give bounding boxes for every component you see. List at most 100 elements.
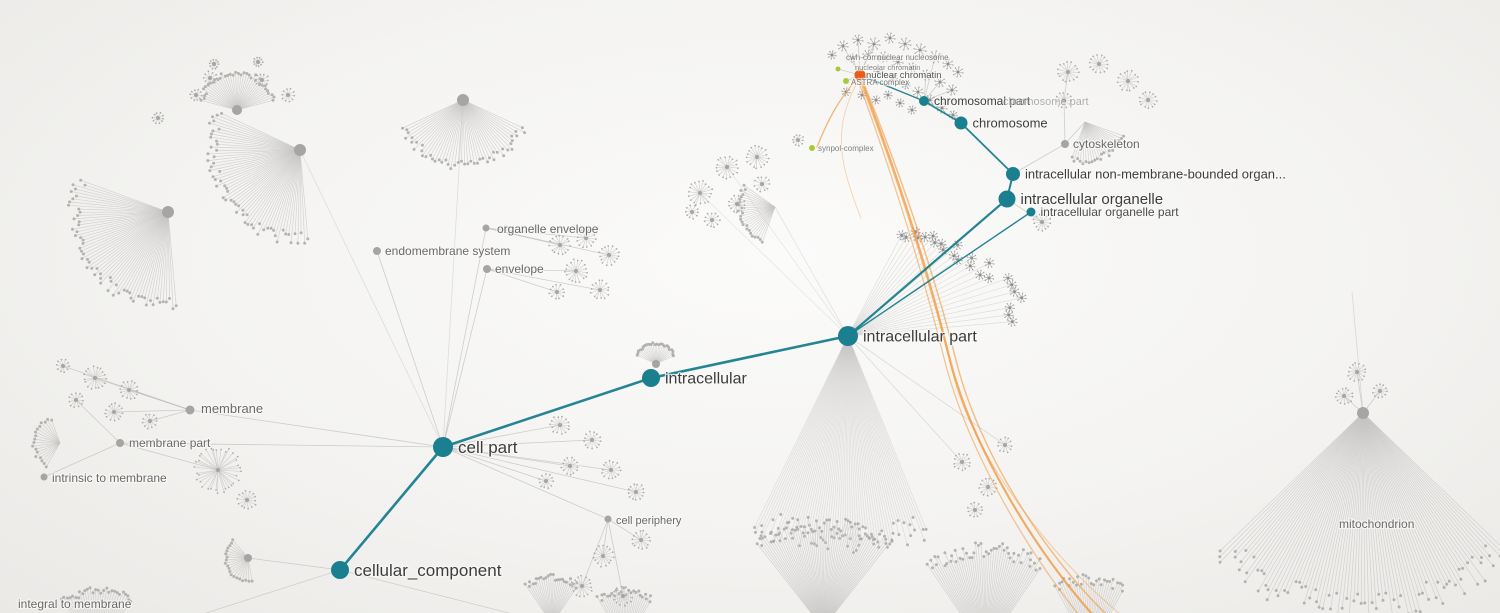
gray-edge bbox=[602, 518, 609, 557]
gray-edge bbox=[75, 399, 121, 444]
term-label-7[interactable]: mitochondrion bbox=[1338, 516, 1416, 533]
asterisk-node bbox=[878, 51, 890, 63]
asterisk-node bbox=[867, 37, 881, 51]
term-dot[interactable] bbox=[604, 515, 612, 523]
node-nuclear_chromatin[interactable] bbox=[854, 69, 866, 81]
term-dot[interactable] bbox=[1061, 140, 1069, 148]
burst-cluster bbox=[1347, 362, 1367, 382]
gray-edge bbox=[204, 569, 341, 613]
term-label-6[interactable]: cell periphery bbox=[615, 514, 683, 529]
asterisk-node bbox=[827, 50, 837, 60]
term-dot[interactable] bbox=[373, 247, 381, 255]
burst-cluster bbox=[564, 258, 588, 283]
gray-edge bbox=[699, 192, 849, 337]
burst-cluster bbox=[966, 501, 983, 518]
gray-edge bbox=[847, 335, 963, 463]
term-label-5[interactable]: intrinsic to membrane bbox=[51, 470, 169, 487]
term-dot[interactable] bbox=[457, 94, 469, 106]
term-label-15[interactable]: ASTRA complex bbox=[850, 77, 911, 89]
node-label-intracellular_organelle_part[interactable]: intracellular organelle part bbox=[1039, 204, 1180, 221]
term-label-0[interactable]: organelle envelope bbox=[496, 221, 600, 238]
fan-cluster bbox=[847, 226, 1027, 337]
node-intracellular[interactable] bbox=[642, 369, 660, 387]
term-dot[interactable] bbox=[40, 473, 48, 481]
term-label-14[interactable]: nuclear chromatin bbox=[865, 69, 943, 83]
fan-cluster bbox=[206, 111, 310, 245]
asterisk-node bbox=[873, 67, 883, 77]
gray-edge bbox=[1012, 143, 1066, 175]
burst-cluster bbox=[104, 402, 124, 422]
burst-cluster bbox=[202, 70, 218, 85]
term-label-11[interactable]: cwh-complex bbox=[845, 52, 894, 64]
asterisk-node bbox=[1003, 309, 1014, 320]
gray-edge bbox=[43, 442, 121, 478]
node-cellular_component[interactable] bbox=[331, 561, 349, 579]
node-chromosomal_part[interactable] bbox=[919, 96, 929, 106]
term-dot[interactable] bbox=[294, 144, 306, 156]
term-label-4[interactable]: membrane part bbox=[128, 435, 213, 452]
term-label-9[interactable]: cytoskeleton bbox=[1072, 136, 1141, 153]
burst-cluster bbox=[83, 365, 108, 390]
term-dot[interactable] bbox=[185, 405, 195, 415]
term-label-1[interactable]: endomembrane system bbox=[384, 243, 512, 260]
term-label-16[interactable]: synpol-complex bbox=[817, 143, 875, 155]
node-label-cellular_component[interactable]: cellular_component bbox=[353, 560, 503, 582]
term-dot[interactable] bbox=[116, 439, 124, 447]
asterisk-node bbox=[928, 50, 942, 64]
term-dot[interactable] bbox=[232, 105, 242, 115]
fan-cluster bbox=[755, 515, 894, 613]
term-label-10[interactable]: chromosome part bbox=[1002, 95, 1090, 110]
orange-flow-edge bbox=[863, 83, 1107, 613]
asterisk-node bbox=[984, 258, 995, 269]
node-intracellular_part[interactable] bbox=[838, 326, 858, 346]
burst-cluster bbox=[560, 456, 579, 476]
term-dot[interactable] bbox=[244, 554, 252, 562]
burst-cluster bbox=[68, 392, 84, 408]
asterisk-node bbox=[1016, 292, 1027, 303]
orange-flow-edge bbox=[860, 83, 1120, 613]
node-label-cell_part[interactable]: cell part bbox=[457, 437, 519, 459]
term-label-13[interactable]: nucleolar chromatin bbox=[854, 62, 922, 74]
asterisk-node bbox=[975, 269, 986, 280]
term-label-12[interactable]: nuclear nucleosome bbox=[876, 52, 951, 64]
node-label-intracellular_organelle[interactable]: intracellular organelle bbox=[1019, 190, 1164, 210]
node-cell_part[interactable] bbox=[433, 437, 453, 457]
burst-cluster bbox=[55, 358, 71, 374]
node-label-chromosome[interactable]: chromosome bbox=[971, 114, 1049, 132]
burst-cluster bbox=[753, 176, 771, 193]
term-dot[interactable] bbox=[652, 360, 660, 368]
highlight-dot[interactable] bbox=[843, 78, 849, 84]
term-dot[interactable] bbox=[162, 206, 174, 218]
node-chromosome[interactable] bbox=[954, 116, 968, 130]
gray-edge bbox=[923, 56, 936, 102]
fan-cluster bbox=[523, 572, 579, 613]
node-label-intracellular[interactable]: intracellular bbox=[664, 369, 749, 389]
burst-cluster bbox=[189, 88, 203, 102]
node-intracellular_organelle[interactable] bbox=[998, 190, 1016, 208]
term-dot[interactable] bbox=[483, 265, 491, 273]
asterisk-node bbox=[946, 84, 958, 96]
node-label-non_membrane_organelle[interactable]: intracellular non-membrane-bounded organ… bbox=[1024, 165, 1287, 183]
gray-edge bbox=[774, 206, 849, 337]
burst-cluster bbox=[255, 73, 269, 87]
term-label-3[interactable]: membrane bbox=[200, 400, 265, 418]
fan-cluster bbox=[1070, 121, 1126, 166]
highlight-dot[interactable] bbox=[809, 145, 815, 151]
burst-cluster bbox=[792, 134, 804, 147]
term-dot[interactable] bbox=[482, 224, 490, 232]
highlight-dot[interactable] bbox=[835, 66, 841, 72]
node-label-chromosomal_part[interactable]: chromosomal part bbox=[933, 93, 1032, 110]
gray-edge bbox=[442, 446, 609, 520]
term-dot[interactable] bbox=[1357, 407, 1369, 419]
node-non_membrane_organelle[interactable] bbox=[1006, 167, 1020, 181]
burst-cluster bbox=[1371, 383, 1388, 399]
burst-cluster bbox=[715, 155, 739, 180]
node-label-intracellular_part[interactable]: intracellular part bbox=[862, 327, 979, 347]
burst-cluster bbox=[1334, 387, 1354, 405]
term-label-8[interactable]: integral to membrane bbox=[17, 596, 133, 613]
asterisk-node bbox=[934, 76, 946, 88]
node-intracellular_organelle_part[interactable] bbox=[1026, 207, 1036, 217]
term-label-2[interactable]: envelope bbox=[494, 261, 546, 278]
